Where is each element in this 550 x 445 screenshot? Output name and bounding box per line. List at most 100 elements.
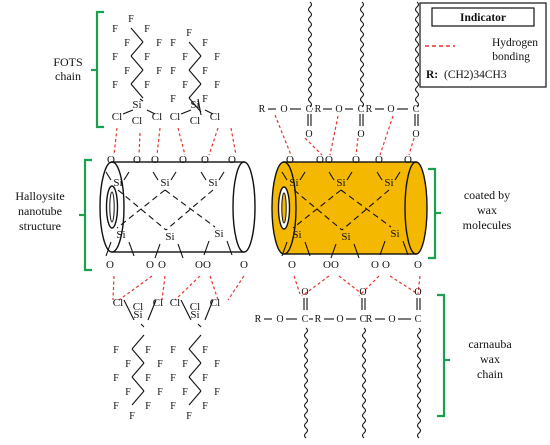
fluorine-atom: F — [124, 66, 130, 77]
c-c-bond — [131, 334, 145, 350]
c-c-bond — [188, 390, 202, 406]
fluorine-atom: F — [112, 52, 118, 63]
fluorine-atom: F — [113, 373, 119, 384]
si-o-bond — [379, 240, 386, 256]
hydrogen-bond-line — [329, 115, 339, 156]
c-si-bond — [139, 98, 144, 102]
c-si-bond — [197, 98, 202, 116]
chlorine-atom: Cl — [113, 297, 123, 309]
svg-text:wax: wax — [477, 203, 497, 217]
si-cl-bond — [204, 299, 214, 321]
si-o-bond — [200, 171, 207, 181]
hydrogen-bond-line — [209, 275, 219, 301]
c-c-bond — [188, 334, 202, 350]
lattice-line — [293, 189, 343, 231]
c-c-bond — [188, 376, 202, 392]
fluorine-atom: F — [182, 387, 188, 398]
svg-text:Halloysite: Halloysite — [15, 189, 64, 203]
si-o-bond — [128, 241, 135, 257]
si-atom: Si — [214, 228, 223, 240]
si-cl-bond — [122, 109, 134, 115]
fluorine-atom: F — [113, 345, 119, 356]
fluorine-atom: F — [157, 387, 163, 398]
legend-r-key: R: — [426, 69, 438, 81]
c-c-bond — [188, 41, 202, 57]
si-o-bond — [394, 171, 401, 181]
fluorine-atom: F — [145, 373, 151, 384]
oxygen-atom: O — [323, 259, 331, 271]
hydrogen-bond-line — [138, 132, 141, 156]
oxygen-atom: O — [414, 287, 421, 298]
si-o-bond — [281, 241, 288, 257]
si-o-bond — [376, 171, 383, 181]
svg-text:wax: wax — [480, 352, 500, 366]
c-c-bond — [130, 83, 144, 99]
si-atom: Si — [165, 231, 174, 243]
carbon-atom: C — [302, 314, 309, 325]
hydrogen-bond-line — [118, 275, 153, 301]
oxygen-atom: O — [388, 314, 395, 325]
fluorine-atom: F — [145, 401, 151, 412]
si-o-bond — [152, 171, 159, 181]
si-o-bond — [218, 171, 225, 181]
fluorine-atom: F — [144, 80, 150, 91]
si-atom: Si — [160, 177, 169, 189]
wavy-chain — [416, 327, 422, 439]
oxygen-atom: O — [301, 287, 308, 298]
c-c-bond — [131, 362, 145, 378]
r-group: R — [315, 314, 322, 325]
chlorine-atom: Cl — [112, 111, 122, 123]
si-o-bond — [328, 171, 335, 181]
r-group: R — [366, 314, 373, 325]
fluorine-atom: F — [157, 359, 163, 370]
si-cl-bond — [146, 109, 156, 115]
lattice-line — [292, 189, 342, 229]
hydrogen-bond-line — [113, 127, 118, 156]
hydrogen-bond-line — [338, 275, 363, 295]
oxygen-atom: O — [357, 129, 364, 140]
fluorine-atom: F — [214, 52, 220, 63]
si-cl-bond — [180, 109, 192, 115]
hydrogen-bond-line — [274, 114, 292, 156]
fluorine-atom: F — [170, 401, 176, 412]
hydrogen-bond-line — [161, 275, 166, 301]
oxygen-atom: O — [228, 154, 236, 166]
fluorine-atom: F — [202, 373, 208, 384]
oxygen-atom: O — [195, 259, 203, 271]
fluorine-atom: F — [125, 387, 131, 398]
oxygen-atom: O — [305, 129, 312, 140]
hydrogen-bond-line — [230, 127, 237, 156]
si-atom: Si — [116, 229, 125, 241]
si-cl-bond — [123, 299, 135, 321]
si-o-bond — [402, 240, 409, 256]
coated-label: coated by wax molecules — [463, 188, 512, 232]
fluorine-atom: F — [182, 52, 188, 63]
hydrogen-bond-line — [355, 137, 359, 156]
lattice-line — [164, 189, 216, 228]
fluorine-atom: F — [125, 359, 131, 370]
carbon-atom: C — [415, 314, 422, 325]
fots-chain-label: FOTS chain — [53, 55, 82, 83]
halloysite-bracket — [79, 158, 92, 272]
chlorine-atom: Cl — [210, 111, 220, 123]
fluorine-atom: F — [202, 66, 208, 77]
c-c-bond — [131, 348, 145, 364]
fluorine-atom: F — [128, 14, 134, 25]
si-o-bond — [346, 171, 353, 181]
carbon-atom: C — [306, 104, 313, 115]
fluorine-atom: F — [124, 38, 130, 49]
coated-tube — [271, 161, 428, 255]
svg-text:carnauba: carnauba — [468, 337, 512, 351]
fluorine-atom: F — [144, 52, 150, 63]
chlorine-atom: Cl — [132, 115, 142, 127]
legend-hbond-line2: bonding — [492, 51, 530, 63]
fots-bracket — [91, 10, 104, 129]
hydrogen-bond-line — [379, 115, 394, 156]
c-c-bond — [188, 348, 202, 364]
